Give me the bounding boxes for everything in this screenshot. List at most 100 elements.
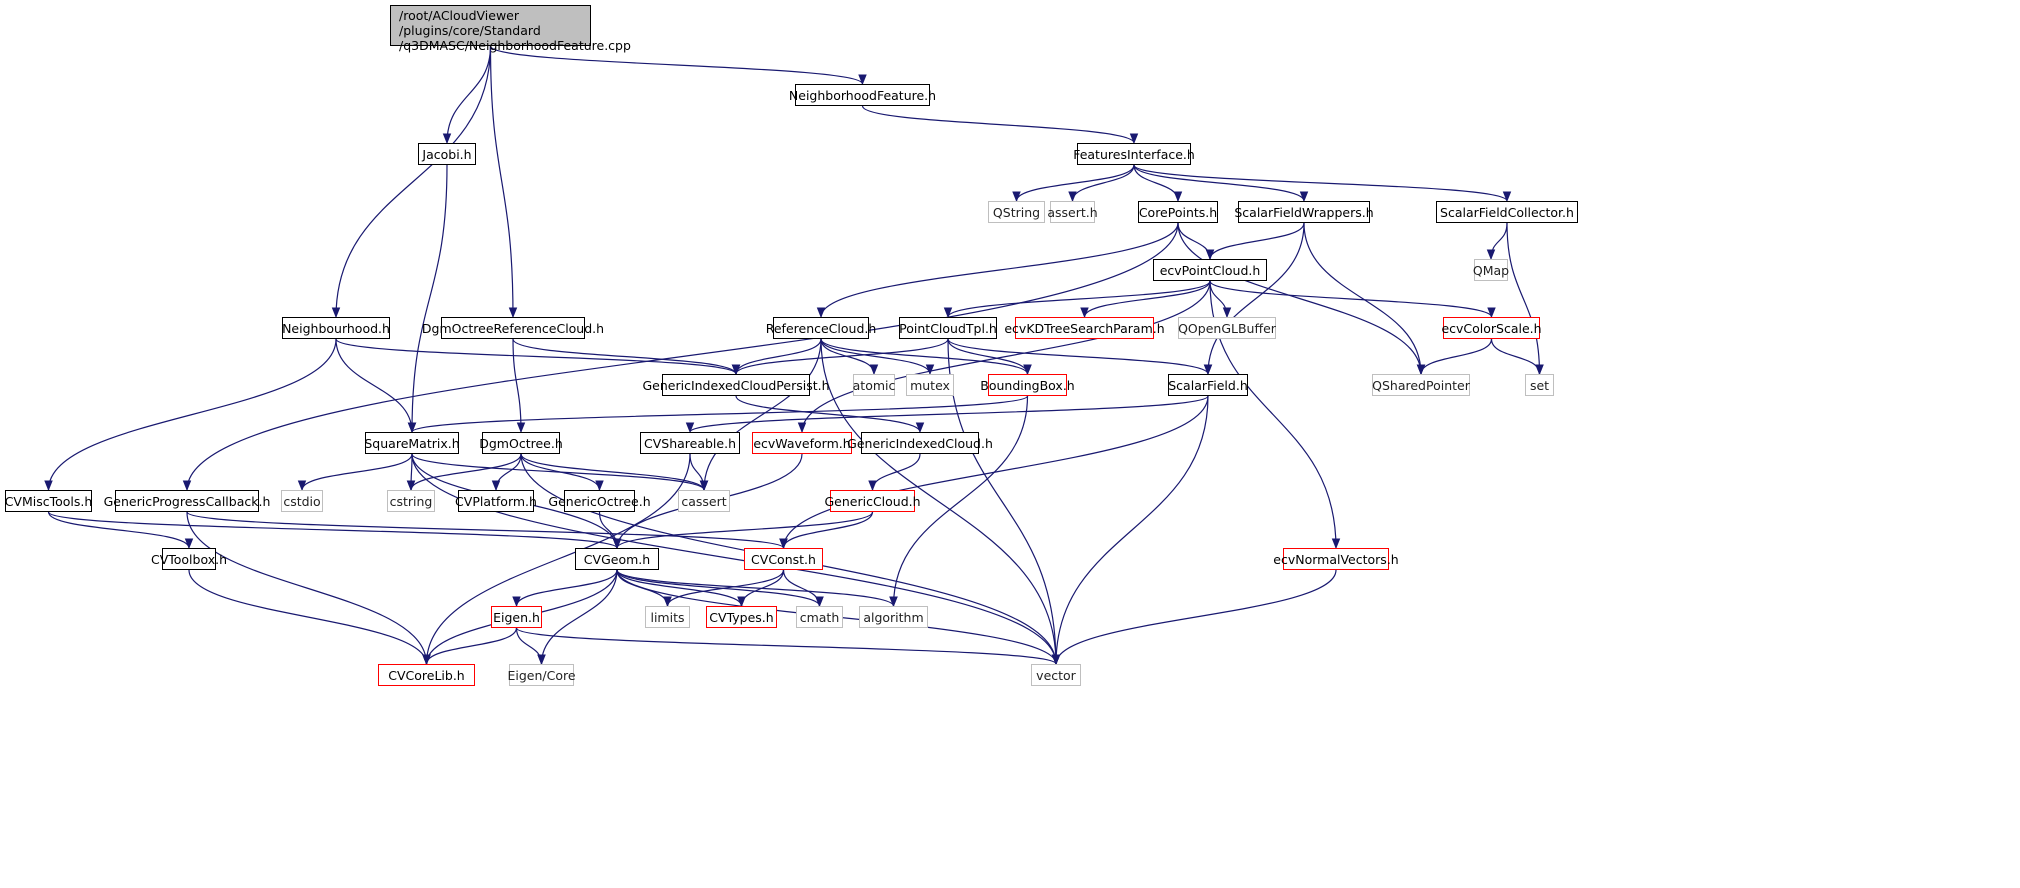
node-label: atomic xyxy=(852,377,896,393)
node-label: /root/ACloudViewer /plugins/core/Standar… xyxy=(399,8,631,53)
node-qstring[interactable]: QString xyxy=(988,201,1045,223)
node-cmath[interactable]: cmath xyxy=(796,606,843,628)
node-label: CVTypes.h xyxy=(709,609,774,625)
node-genericindexedcloudpersist-h[interactable]: GenericIndexedCloudPersist.h xyxy=(642,374,830,396)
node-cstring[interactable]: cstring xyxy=(387,490,435,512)
node-genericindexedcloud-h[interactable]: GenericIndexedCloud.h xyxy=(847,432,993,454)
node-mutex[interactable]: mutex xyxy=(906,374,954,396)
edge-nf-to-fi xyxy=(861,105,1139,145)
node-boundingbox-h[interactable]: BoundingBox.h xyxy=(980,374,1075,396)
node-label: Eigen.h xyxy=(493,609,540,625)
edge-ecs-to-qsp xyxy=(1416,338,1493,376)
edge-cvg-to-eigc xyxy=(537,569,618,666)
edge-sm-to-cstdio xyxy=(297,453,413,492)
edge-dgo-to-goct xyxy=(520,453,604,492)
node-cvplatform-h[interactable]: CVPlatform.h xyxy=(455,490,537,512)
edge-gc-to-cvc xyxy=(779,511,874,550)
node-core[interactable]: Eigen/Core xyxy=(507,664,576,686)
node-cvtypes-h[interactable]: CVTypes.h xyxy=(706,606,777,628)
node-neighborhoodfeature-cpp[interactable]: /root/ACloudViewer /plugins/core/Standar… xyxy=(390,5,631,53)
edge-fi-to-sfc xyxy=(1133,164,1512,203)
edge-root-to-jac xyxy=(442,45,492,145)
node-squarematrix-h[interactable]: SquareMatrix.h xyxy=(364,432,460,454)
edge-dgo-to-cstring xyxy=(406,453,522,492)
edge-gpc-to-cvc xyxy=(186,511,788,550)
edge-epc-to-pct xyxy=(943,280,1211,319)
edge-rc-to-bb xyxy=(820,338,1032,376)
edge-cvmt-to-cvg xyxy=(47,511,622,550)
edge-sm-to-vector xyxy=(411,453,1061,666)
node-genericcloud-h[interactable]: GenericCloud.h xyxy=(824,490,921,512)
node-eigen-h[interactable]: Eigen.h xyxy=(491,606,542,628)
node-scalarfield-h[interactable]: ScalarField.h xyxy=(1168,374,1248,396)
node-neighbourhood-h[interactable]: Neighbourhood.h xyxy=(282,317,390,339)
node-ecvnormalvectors-h[interactable]: ecvNormalVectors.h xyxy=(1273,548,1399,570)
node-atomic[interactable]: atomic xyxy=(853,374,895,396)
node-cvmisctools-h[interactable]: CVMiscTools.h xyxy=(5,490,92,512)
edge-rc-to-mutex xyxy=(820,338,935,376)
edge-cp-to-qsp xyxy=(1177,222,1426,376)
edge-fi-to-asrth xyxy=(1068,164,1135,203)
edge-epc-to-kdt xyxy=(1080,280,1211,319)
node-label: CVGeom.h xyxy=(583,551,651,567)
node-label: cstdio xyxy=(283,493,321,509)
node-label: BoundingBox.h xyxy=(980,377,1075,393)
node-genericprogresscallback-h[interactable]: GenericProgressCallback.h xyxy=(104,490,270,512)
edge-eig-to-eigc xyxy=(515,627,546,666)
edge-dgo-to-cvp xyxy=(491,453,522,492)
node-label: GenericCloud.h xyxy=(824,493,921,509)
node-jacobi-h[interactable]: Jacobi.h xyxy=(418,143,476,165)
node-label: QSharedPointer xyxy=(1372,377,1470,393)
node-referencecloud-h[interactable]: ReferenceCloud.h xyxy=(766,317,876,339)
node-scalarfieldcollector-h[interactable]: ScalarFieldCollector.h xyxy=(1436,201,1578,223)
node-label: Jacobi.h xyxy=(422,146,472,162)
node-qopenglbuffer[interactable]: QOpenGLBuffer xyxy=(1178,317,1276,339)
edge-cvc-to-limits xyxy=(663,569,785,608)
node-cvgeom-h[interactable]: CVGeom.h xyxy=(575,548,659,570)
node-ecvcolorscale-h[interactable]: ecvColorScale.h xyxy=(1441,317,1542,339)
edge-sm-to-cstring xyxy=(406,453,416,492)
node-label: limits xyxy=(650,609,685,625)
edge-sf-to-vector xyxy=(1051,395,1209,666)
node-cvconst-h[interactable]: CVConst.h xyxy=(744,548,823,570)
node-cstdio[interactable]: cstdio xyxy=(281,490,323,512)
node-qmap[interactable]: QMap xyxy=(1473,259,1509,281)
edge-root-to-nb xyxy=(331,45,492,319)
node-label: assert.h xyxy=(1047,204,1098,220)
edge-sfc-to-set xyxy=(1506,222,1544,376)
node-dgmoctree-h[interactable]: DgmOctree.h xyxy=(479,432,563,454)
edge-pct-to-bb xyxy=(947,338,1032,376)
edge-cvg-to-cvt xyxy=(616,569,746,608)
node-assert-h[interactable]: assert.h xyxy=(1047,201,1098,223)
node-pointcloudtpl-h[interactable]: PointCloudTpl.h xyxy=(899,317,997,339)
edge-rc-to-vector xyxy=(820,338,1061,666)
node-label: CorePoints.h xyxy=(1138,204,1218,220)
node-ecvkdtreesearchparam-h[interactable]: ecvKDTreeSearchParam.h xyxy=(1004,317,1165,339)
node-cvshareable-h[interactable]: CVShareable.h xyxy=(640,432,740,454)
node-neighborhoodfeature-h[interactable]: NeighborhoodFeature.h xyxy=(789,84,936,106)
node-algorithm[interactable]: algorithm xyxy=(859,606,928,628)
node-label: CVMiscTools.h xyxy=(4,493,93,509)
node-ecvwaveform-h[interactable]: ecvWaveform.h xyxy=(752,432,852,454)
node-genericoctree-h[interactable]: GenericOctree.h xyxy=(548,490,651,512)
node-dgmoctreereferencecloud-h[interactable]: DgmOctreeReferenceCloud.h xyxy=(422,317,604,339)
node-scalarfieldwrappers-h[interactable]: ScalarFieldWrappers.h xyxy=(1234,201,1374,223)
node-cassert[interactable]: cassert xyxy=(678,490,730,512)
node-label: SquareMatrix.h xyxy=(364,435,460,451)
node-ecvpointcloud-h[interactable]: ecvPointCloud.h xyxy=(1153,259,1267,281)
edge-cvg-to-eig xyxy=(512,569,618,608)
node-cvtoolbox-h[interactable]: CVToolbox.h xyxy=(151,548,227,570)
node-cvcorelib-h[interactable]: CVCoreLib.h xyxy=(378,664,475,686)
node-featuresinterface-h[interactable]: FeaturesInterface.h xyxy=(1073,143,1195,165)
node-qsharedpointer[interactable]: QSharedPointer xyxy=(1372,374,1470,396)
node-limits[interactable]: limits xyxy=(645,606,690,628)
node-label: set xyxy=(1529,377,1550,393)
edge-fi-to-qstr xyxy=(1012,164,1135,203)
node-vector[interactable]: vector xyxy=(1031,664,1081,686)
edge-sfc-to-qmap xyxy=(1486,222,1508,261)
node-label: CVPlatform.h xyxy=(455,493,537,509)
edge-fi-to-sfw xyxy=(1133,164,1309,203)
node-corepoints-h[interactable]: CorePoints.h xyxy=(1138,201,1218,223)
edge-sfw-to-epc xyxy=(1205,222,1305,261)
node-set[interactable]: set xyxy=(1525,374,1554,396)
